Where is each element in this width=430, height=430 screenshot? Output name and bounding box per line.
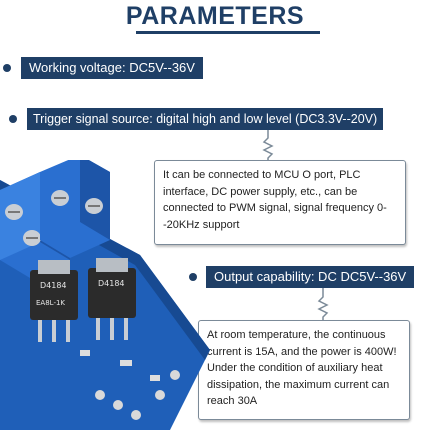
smd-component	[120, 360, 132, 366]
working-voltage-label: Working voltage: DC5V--36V	[21, 57, 203, 79]
connector-zigzag	[262, 130, 274, 162]
bullet-dot	[189, 273, 197, 281]
title-underline	[136, 31, 320, 34]
mosfet-chip: D4184	[88, 258, 136, 340]
trigger-note: It can be connected to MCU O port, PLC i…	[154, 160, 406, 245]
bullet-dot	[3, 64, 11, 72]
smd-component	[150, 375, 160, 381]
output-note: At room temperature, the continuous curr…	[198, 320, 410, 420]
solder-pad	[95, 390, 105, 400]
bullet-dot	[9, 115, 17, 123]
solder-pad	[113, 400, 123, 410]
mosfet-board-image: D4184 EA8L-1K D4184	[0, 160, 210, 430]
connector-zigzag	[317, 288, 329, 322]
solder-pad	[170, 370, 180, 380]
page-title: PARAMETERS	[125, 2, 305, 30]
smd-component	[80, 350, 90, 356]
trigger-source-label: Trigger signal source: digital high and …	[27, 108, 384, 130]
mosfet-label: D4184	[98, 279, 125, 288]
solder-pad	[131, 410, 141, 420]
solder-pad	[155, 390, 165, 400]
terminal-block	[40, 160, 110, 258]
mosfet-chip: D4184 EA8L-1K	[30, 260, 78, 342]
mosfet-code: EA8L-1K	[36, 299, 65, 307]
mosfet-label: D4184	[40, 281, 67, 290]
output-capability-label: Output capability: DC DC5V--36V	[206, 266, 415, 288]
